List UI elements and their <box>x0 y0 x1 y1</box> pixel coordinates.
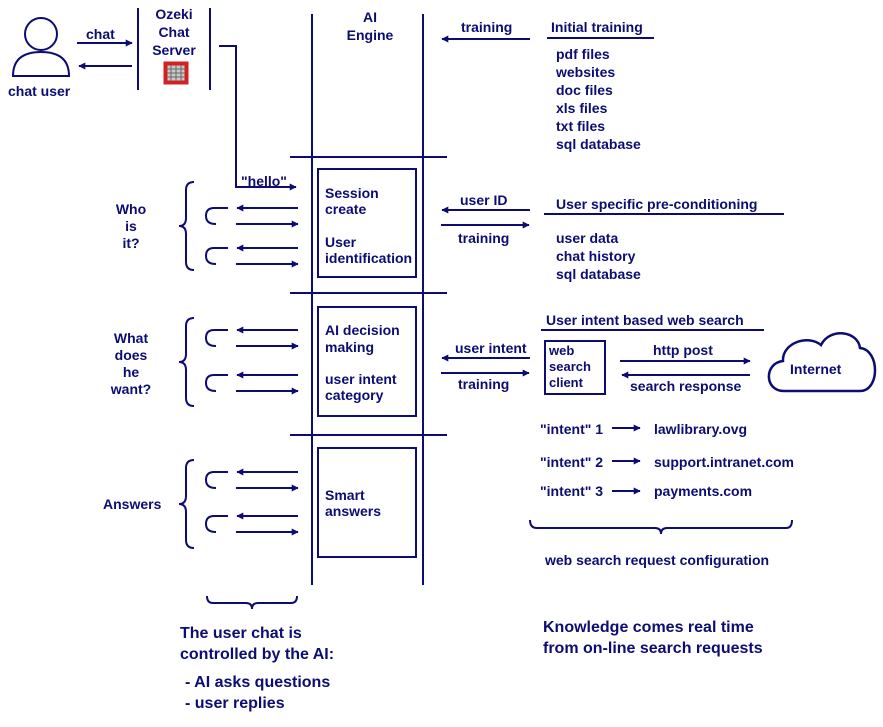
cloud-icon <box>767 332 877 393</box>
phase2-question-line: What <box>114 330 149 346</box>
http-post-label: http post <box>653 342 713 358</box>
session-box-text: Session <box>325 185 379 201</box>
smart-answers-text: answers <box>325 503 381 519</box>
ai-decision-box-text: AI decision <box>325 322 400 338</box>
intent-target: payments.com <box>654 483 752 499</box>
phase1-reply-curve <box>204 207 228 225</box>
phase3-brace <box>178 459 195 549</box>
intent-label: "intent" 3 <box>540 483 603 499</box>
phase2-reply-curve-2 <box>204 374 228 392</box>
phase1-reply-curve-2 <box>204 247 228 265</box>
search-response-label: search response <box>630 378 741 394</box>
preconditioning-heading: User specific pre-conditioning <box>556 196 757 212</box>
user-id-label: user ID <box>460 192 507 208</box>
initial-training-arrow-label: training <box>461 19 512 35</box>
phase3-reply-curve-2 <box>204 515 228 533</box>
intent-label: "intent" 1 <box>540 421 603 437</box>
initial-training-item: doc files <box>556 82 613 98</box>
phase1-question-line: it? <box>122 235 139 251</box>
phase2-question-line: want? <box>110 381 151 397</box>
hello-label: "hello" <box>241 173 287 189</box>
web-search-client-text: web <box>548 343 574 358</box>
ai-decision-box-text: making <box>325 339 374 355</box>
chat-user-label: chat user <box>8 83 71 99</box>
web-search-client-box <box>544 340 606 395</box>
phase2-question-line: he <box>123 364 140 380</box>
preconditioning-item: chat history <box>556 248 636 264</box>
web-search-client-text: search <box>549 359 591 374</box>
intent-target: support.intranet.com <box>654 454 794 470</box>
footer-left-bullet: - user replies <box>185 695 285 712</box>
user-intent-label: user intent <box>455 340 527 356</box>
initial-training-item: websites <box>555 64 615 80</box>
ai-decision-box <box>317 306 417 417</box>
chat-brace <box>206 595 298 610</box>
phase2-brace <box>178 317 195 407</box>
web-search-client-text: client <box>549 375 584 390</box>
smart-answers-text: Smart <box>325 487 365 503</box>
server-title-line-1: Ozeki <box>155 6 192 22</box>
phase2-question-line: does <box>115 347 148 363</box>
web-search-heading: User intent based web search <box>546 312 744 328</box>
footer-left-line: controlled by the AI: <box>180 646 334 663</box>
phase3-question: Answers <box>103 496 162 512</box>
phase1-training-label: training <box>458 230 509 246</box>
footer-right-line: from on-line search requests <box>543 640 763 657</box>
engine-title-line-2: Engine <box>347 27 394 43</box>
session-box-text: User <box>325 234 357 250</box>
initial-training-item: pdf files <box>556 46 610 62</box>
smart-answers-box <box>317 447 417 558</box>
server-title-line-2: Chat <box>158 24 189 40</box>
preconditioning-item: user data <box>556 230 618 246</box>
person-icon <box>11 17 71 77</box>
server-icon <box>163 61 189 85</box>
preconditioning-item: sql database <box>556 266 641 282</box>
hello-arrow <box>219 45 297 191</box>
ai-decision-box-text: user intent <box>325 371 397 387</box>
phase2-reply-curve <box>204 329 228 347</box>
initial-training-item: sql database <box>556 136 641 152</box>
intent-label: "intent" 2 <box>540 454 603 470</box>
session-box-text: create <box>325 201 366 217</box>
ai-decision-box-text: category <box>325 387 384 403</box>
engine-title-line-1: AI <box>363 9 377 25</box>
config-caption: web search request configuration <box>544 552 769 568</box>
initial-training-heading: Initial training <box>551 19 643 35</box>
phase1-brace <box>178 181 195 271</box>
intent-target: lawlibrary.ovg <box>654 421 747 437</box>
session-box <box>317 168 417 278</box>
phase2-training-label: training <box>458 376 509 392</box>
server-title-line-3: Server <box>152 42 196 58</box>
chat-arrow-label: chat <box>86 26 115 42</box>
phase3-reply-curve <box>204 471 228 489</box>
initial-training-item: txt files <box>556 118 605 134</box>
config-brace <box>529 519 793 535</box>
footer-right-line: Knowledge comes real time <box>543 619 754 636</box>
footer-left-bullet: - AI asks questions <box>185 674 330 691</box>
phase1-question-line: Who <box>116 201 146 217</box>
session-box-text: identification <box>325 250 412 266</box>
initial-training-item: xls files <box>556 100 608 116</box>
phase1-question-line: is <box>125 218 137 234</box>
footer-left-line: The user chat is <box>180 625 302 642</box>
internet-label: Internet <box>790 361 842 377</box>
